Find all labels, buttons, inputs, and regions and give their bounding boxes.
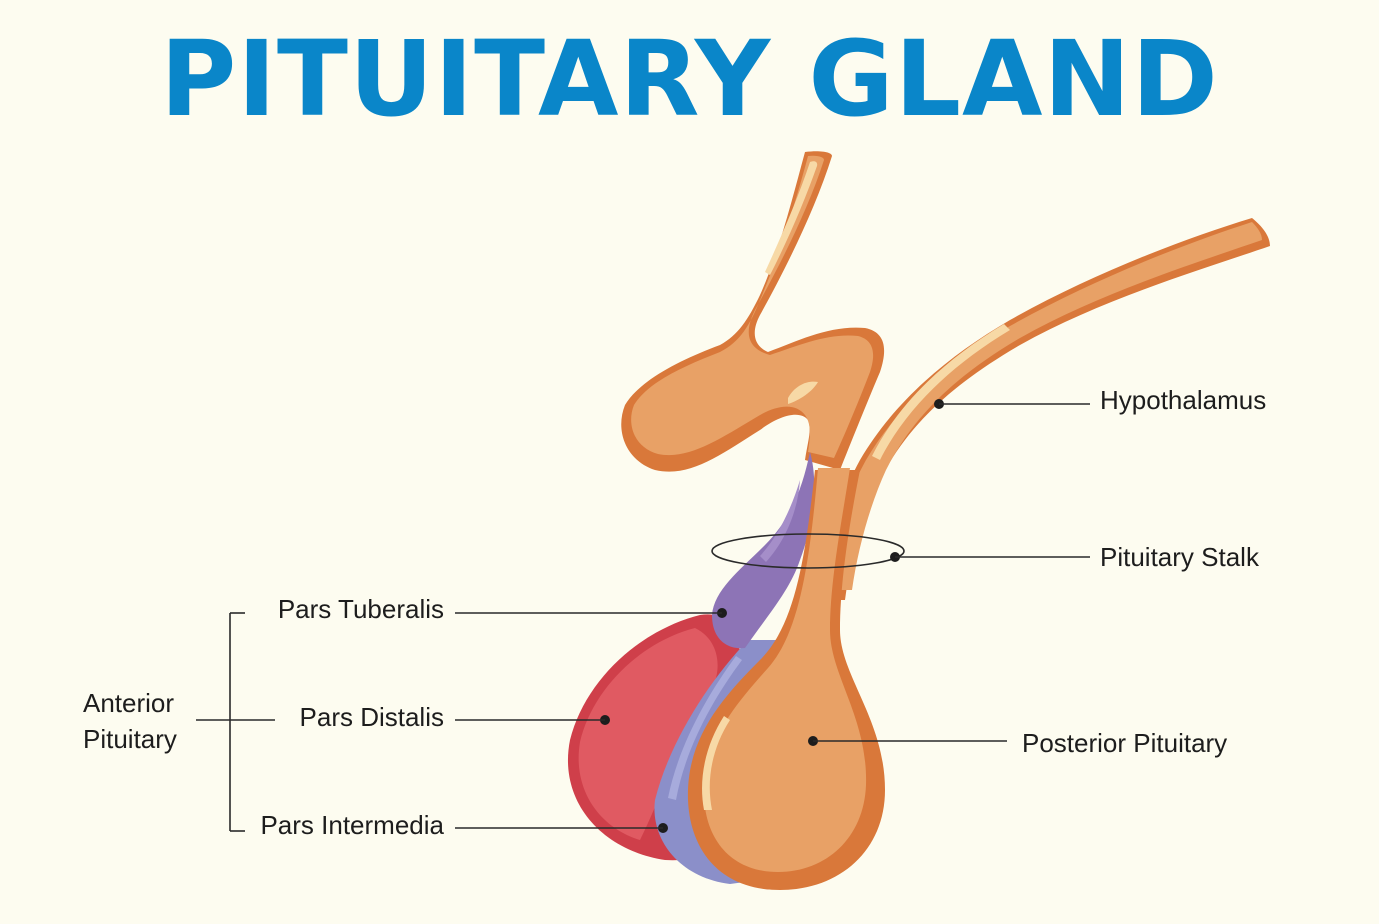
pars-tuberalis-pointer <box>455 608 727 618</box>
posterior-pituitary-lobe <box>687 468 885 890</box>
label-anterior-line1: Anterior <box>83 688 174 718</box>
right-nerve-highlight <box>872 324 1010 460</box>
label-anterior-line2: Pituitary <box>83 724 177 754</box>
hypothalamus-upper-structure <box>621 151 885 472</box>
pars-intermedia-highlight <box>668 656 742 800</box>
label-pars-distalis: Pars Distalis <box>300 702 444 732</box>
hypothalamus-pointer <box>934 399 1090 409</box>
posterior-highlight <box>702 716 730 810</box>
pars-tuberalis-light <box>760 480 800 562</box>
posterior-pituitary-pointer <box>808 736 1007 746</box>
anterior-bracket <box>196 612 275 832</box>
label-pituitary-stalk: Pituitary Stalk <box>1100 542 1260 572</box>
red-lobe-body <box>578 628 718 840</box>
label-hypothalamus: Hypothalamus <box>1100 385 1266 415</box>
pars-intermedia-pointer <box>455 823 668 833</box>
upper-nerve-body <box>631 155 874 458</box>
posterior-body <box>703 468 867 872</box>
label-pars-tuberalis: Pars Tuberalis <box>278 594 444 624</box>
stalk-ring <box>711 533 905 569</box>
label-pars-intermedia: Pars Intermedia <box>260 810 444 840</box>
pars-tuberalis-strip <box>712 452 815 649</box>
pars-distalis-pointer <box>455 715 610 725</box>
bulb-highlight <box>788 381 818 404</box>
page-title: PITUITARY GLAND <box>160 18 1219 140</box>
label-posterior-pituitary: Posterior Pituitary <box>1022 728 1227 758</box>
upper-nerve-highlight <box>765 161 818 275</box>
pituitary-stalk-pointer <box>890 552 1090 562</box>
hypothalamus-right-nerve <box>815 218 1270 600</box>
